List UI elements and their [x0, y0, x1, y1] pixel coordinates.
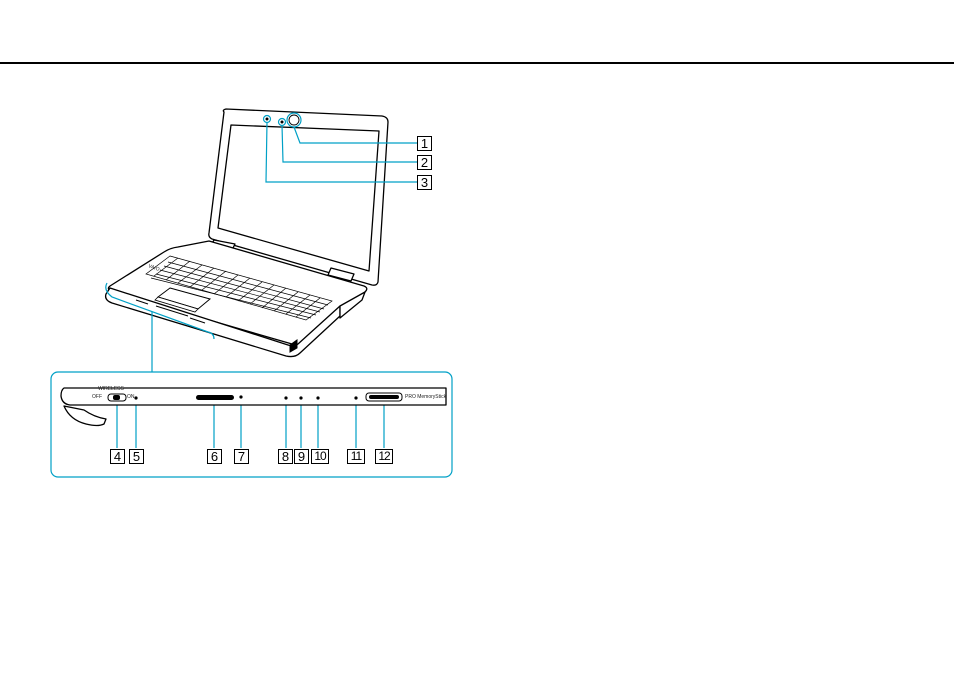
callout-1: 1 — [417, 136, 432, 151]
callout-7: 7 — [234, 449, 249, 464]
switch-off-label: OFF — [92, 394, 102, 400]
callout-5: 5 — [129, 449, 144, 464]
disc-icon — [316, 396, 319, 399]
screen-panel — [218, 125, 379, 271]
front-foot — [64, 406, 106, 426]
memorystick-icon — [354, 396, 357, 399]
headphone-slot — [196, 395, 234, 400]
switch-on-label: ON — [127, 394, 135, 400]
indicator-led-icon — [281, 121, 284, 124]
battery-icon — [299, 396, 302, 399]
wireless-label: WIRELESS — [98, 386, 124, 392]
camera-lens-icon — [289, 115, 299, 125]
memory-slot-label: PRO MemoryStick — [405, 394, 446, 400]
callout-10: 10 — [311, 449, 329, 464]
callout-9: 9 — [294, 449, 309, 464]
callout-11: 11 — [347, 449, 365, 464]
callout-8: 8 — [278, 449, 293, 464]
hdd-icon — [239, 395, 242, 398]
callout-12: 12 — [375, 449, 393, 464]
callout-2: 2 — [417, 155, 432, 170]
power-icon — [284, 396, 287, 399]
callout-6: 6 — [207, 449, 222, 464]
microphone-icon — [266, 118, 269, 121]
callout-4: 4 — [110, 449, 125, 464]
callout-3: 3 — [417, 175, 432, 190]
